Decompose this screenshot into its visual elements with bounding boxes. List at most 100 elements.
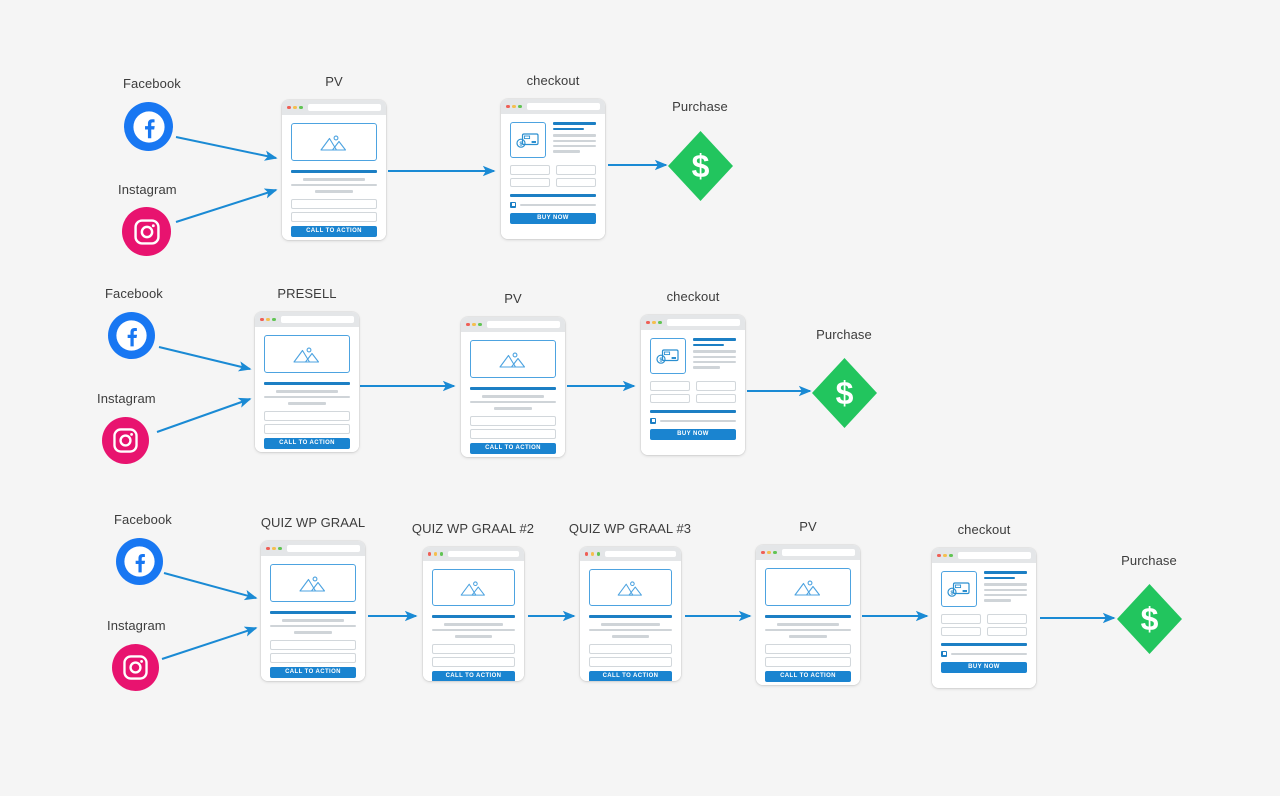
form-input-field[interactable] [264, 423, 350, 434]
label-facebook-row3: Facebook [114, 512, 172, 527]
form-input-field[interactable] [589, 643, 672, 654]
form-input-field[interactable] [650, 381, 690, 391]
address-bar[interactable] [526, 103, 600, 110]
text-line [765, 628, 851, 632]
facebook-icon[interactable] [124, 102, 173, 151]
purchase-node-row3: $ [1117, 584, 1182, 654]
form-input-field[interactable] [556, 177, 596, 187]
buy-now-button[interactable]: BUY NOW [650, 428, 736, 440]
form-input-field[interactable] [696, 381, 736, 391]
form-input-field[interactable] [556, 165, 596, 175]
form-input-field[interactable] [765, 643, 851, 654]
image-placeholder-icon [432, 569, 515, 606]
label-instagram-row3: Instagram [107, 618, 166, 633]
headline-bar [470, 387, 556, 390]
call-to-action-button[interactable]: CALL TO ACTION [291, 225, 377, 237]
browser-chrome [282, 100, 386, 115]
address-bar[interactable] [448, 550, 519, 558]
terms-checkbox-row[interactable] [510, 201, 596, 208]
text-line [494, 407, 532, 410]
form-input-field[interactable] [589, 656, 672, 667]
browser-mockup-checkout-row3[interactable]: $ [932, 548, 1036, 688]
form-input-field[interactable] [765, 656, 851, 667]
address-bar[interactable] [957, 552, 1031, 559]
terms-checkbox-row[interactable] [650, 417, 736, 424]
address-bar[interactable] [280, 316, 354, 323]
call-to-action-button[interactable]: CALL TO ACTION [470, 442, 556, 454]
form-input-field[interactable] [470, 415, 556, 426]
facebook-icon[interactable] [108, 312, 155, 359]
product-summary: $ [941, 571, 1027, 607]
form-input-field[interactable] [510, 177, 550, 187]
credit-card-icon: $ [510, 122, 546, 158]
form-input-field[interactable] [291, 198, 377, 209]
form-row [510, 165, 596, 175]
browser-mockup-checkout-row2[interactable]: $ [641, 315, 745, 455]
instagram-icon[interactable] [122, 207, 171, 256]
checkbox-icon[interactable] [510, 201, 516, 208]
minimize-dot-icon [767, 550, 771, 555]
call-to-action-button[interactable]: CALL TO ACTION [270, 666, 356, 678]
maximize-dot-icon [949, 553, 953, 558]
checkbox-icon[interactable] [650, 417, 656, 424]
address-bar[interactable] [486, 321, 560, 328]
browser-mockup-quiz2-row3[interactable]: CALL TO ACTION [423, 547, 524, 681]
text-line [303, 178, 365, 181]
label-checkout-row3: checkout [957, 522, 1011, 537]
buy-now-button[interactable]: BUY NOW [941, 661, 1027, 673]
browser-mockup-pv-row2[interactable]: CALL TO ACTION [461, 317, 565, 457]
form-input-field[interactable] [987, 626, 1027, 636]
call-to-action-button[interactable]: CALL TO ACTION [765, 670, 851, 682]
call-to-action-button[interactable]: CALL TO ACTION [432, 670, 515, 681]
image-placeholder-icon [264, 335, 350, 373]
label-facebook-row2: Facebook [105, 286, 163, 301]
facebook-icon[interactable] [116, 538, 163, 585]
text-line-blue [984, 571, 1027, 574]
form-input-field[interactable] [432, 656, 515, 667]
form-input-field[interactable] [696, 393, 736, 403]
form-input-field[interactable] [987, 614, 1027, 624]
minimize-dot-icon [293, 105, 297, 110]
form-input-field[interactable] [291, 211, 377, 222]
address-bar[interactable] [307, 104, 381, 111]
browser-mockup-quiz1-row3[interactable]: CALL TO ACTION [261, 541, 365, 681]
address-bar[interactable] [781, 549, 855, 556]
form-input-field[interactable] [264, 410, 350, 421]
minimize-dot-icon [472, 322, 476, 327]
form-input-field[interactable] [650, 393, 690, 403]
checkbox-icon[interactable] [941, 650, 947, 657]
purchase-node-row2: $ [812, 358, 877, 428]
form-input-field[interactable] [941, 614, 981, 624]
text-line-blue [553, 127, 584, 131]
text-line [520, 203, 596, 206]
window-controls [260, 317, 276, 322]
address-bar[interactable] [666, 319, 740, 326]
image-placeholder-icon [291, 123, 377, 161]
form-input-field[interactable] [270, 652, 356, 663]
maximize-dot-icon [658, 320, 662, 325]
call-to-action-button[interactable]: CALL TO ACTION [264, 437, 350, 449]
browser-mockup-presell-row2[interactable]: CALL TO ACTION [255, 312, 359, 452]
browser-mockup-pv-row3[interactable]: CALL TO ACTION [756, 545, 860, 685]
page-body: CALL TO ACTION [282, 115, 386, 240]
instagram-icon[interactable] [112, 644, 159, 691]
instagram-icon[interactable] [102, 417, 149, 464]
form-input-field[interactable] [432, 643, 515, 654]
address-bar[interactable] [605, 550, 676, 558]
dollar-sign: $ [691, 148, 710, 184]
form-row [941, 614, 1027, 624]
browser-mockup-checkout-row1[interactable]: $ [501, 99, 605, 239]
browser-mockup-quiz3-row3[interactable]: CALL TO ACTION [580, 547, 681, 681]
page-body: CALL TO ACTION [580, 561, 681, 681]
window-controls [761, 550, 777, 555]
form-input-field[interactable] [470, 428, 556, 439]
maximize-dot-icon [299, 105, 303, 110]
form-input-field[interactable] [510, 165, 550, 175]
form-input-field[interactable] [941, 626, 981, 636]
form-input-field[interactable] [270, 639, 356, 650]
browser-mockup-pv-row1[interactable]: CALL TO ACTION [282, 100, 386, 240]
terms-checkbox-row[interactable] [941, 650, 1027, 657]
address-bar[interactable] [286, 545, 360, 552]
buy-now-button[interactable]: BUY NOW [510, 212, 596, 224]
call-to-action-button[interactable]: CALL TO ACTION [589, 670, 672, 681]
